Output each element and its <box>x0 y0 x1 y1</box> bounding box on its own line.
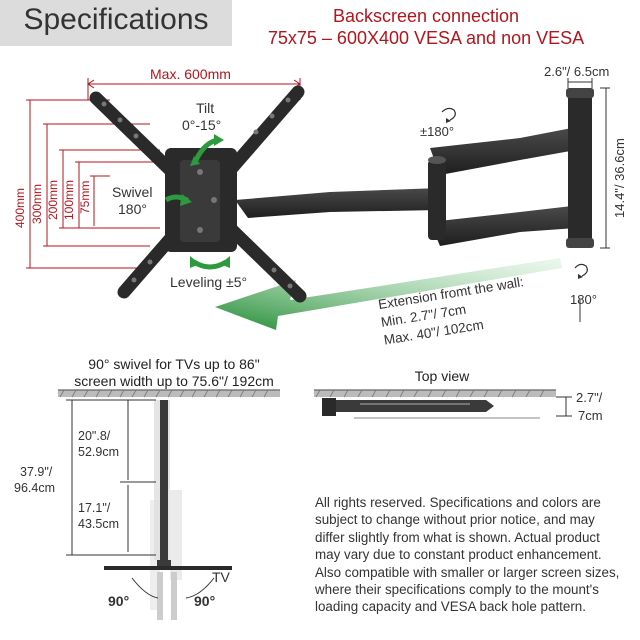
side-view-caption-1: 90° swivel for TVs up to 86" <box>88 356 260 372</box>
wall-plate-width: 2.6"/ 6.5cm <box>544 64 609 79</box>
top-view-depth-1: 2.7"/ <box>576 390 603 405</box>
upper-arm-length-2: 52.9cm <box>78 445 119 459</box>
height-100-label: 100mm <box>62 180 76 220</box>
tilt-label: Tilt <box>196 100 214 116</box>
page-title: Specifications <box>23 3 209 36</box>
lower-arm-length-2: 43.5cm <box>78 517 119 531</box>
vesa-heading-line1: Backscreen connection <box>332 6 520 26</box>
leveling-label: Leveling ±5° <box>170 274 247 290</box>
leveling-arrow-icon <box>192 259 228 270</box>
arm-swivel-label: ±180° <box>420 124 454 139</box>
height-300-label: 300mm <box>30 184 44 224</box>
vesa-heading-line2: 75x75 – 600X400 VESA and non VESA <box>267 28 585 48</box>
top-view-depth-2: 7cm <box>578 408 603 423</box>
total-length-1: 37.9"/ <box>20 465 53 479</box>
height-200-label: 200mm <box>46 180 60 220</box>
top-view-drawing <box>314 389 572 419</box>
mount-arms <box>235 128 576 246</box>
disclaimer-text: All rights reserved. Specifications and … <box>315 495 620 615</box>
top-view-title: Top view <box>414 368 470 384</box>
max-width-label: Max. 600mm <box>150 66 231 82</box>
wall-rotation-icon <box>574 263 588 277</box>
wall-plate-height: 14.4"/ 36.6cm <box>612 138 627 218</box>
tilt-range-label: 0°-15° <box>182 117 221 133</box>
arm-rotation-icon <box>441 107 456 121</box>
title-banner <box>0 0 232 46</box>
wall-plate <box>566 88 594 248</box>
extension-arrow-icon <box>215 258 562 330</box>
swivel-right-angle: 90° <box>194 593 215 609</box>
tv-label: TV <box>212 569 231 585</box>
swivel-angle-label: 180° <box>118 201 147 217</box>
wall-swivel-label: 180° <box>570 292 597 307</box>
total-length-2: 96.4cm <box>14 481 55 495</box>
lower-arm-length-1: 17.1"/ <box>78 501 111 515</box>
side-view-drawing <box>58 389 280 620</box>
swivel-left-angle: 90° <box>108 593 129 609</box>
side-view-caption-2: screen width up to 75.6"/ 192cm <box>74 373 274 389</box>
height-75-label: 75mm <box>78 181 92 214</box>
swivel-label: Swivel <box>112 184 152 200</box>
upper-arm-length-1: 20".8/ <box>78 429 111 443</box>
height-400-label: 400mm <box>13 188 27 228</box>
